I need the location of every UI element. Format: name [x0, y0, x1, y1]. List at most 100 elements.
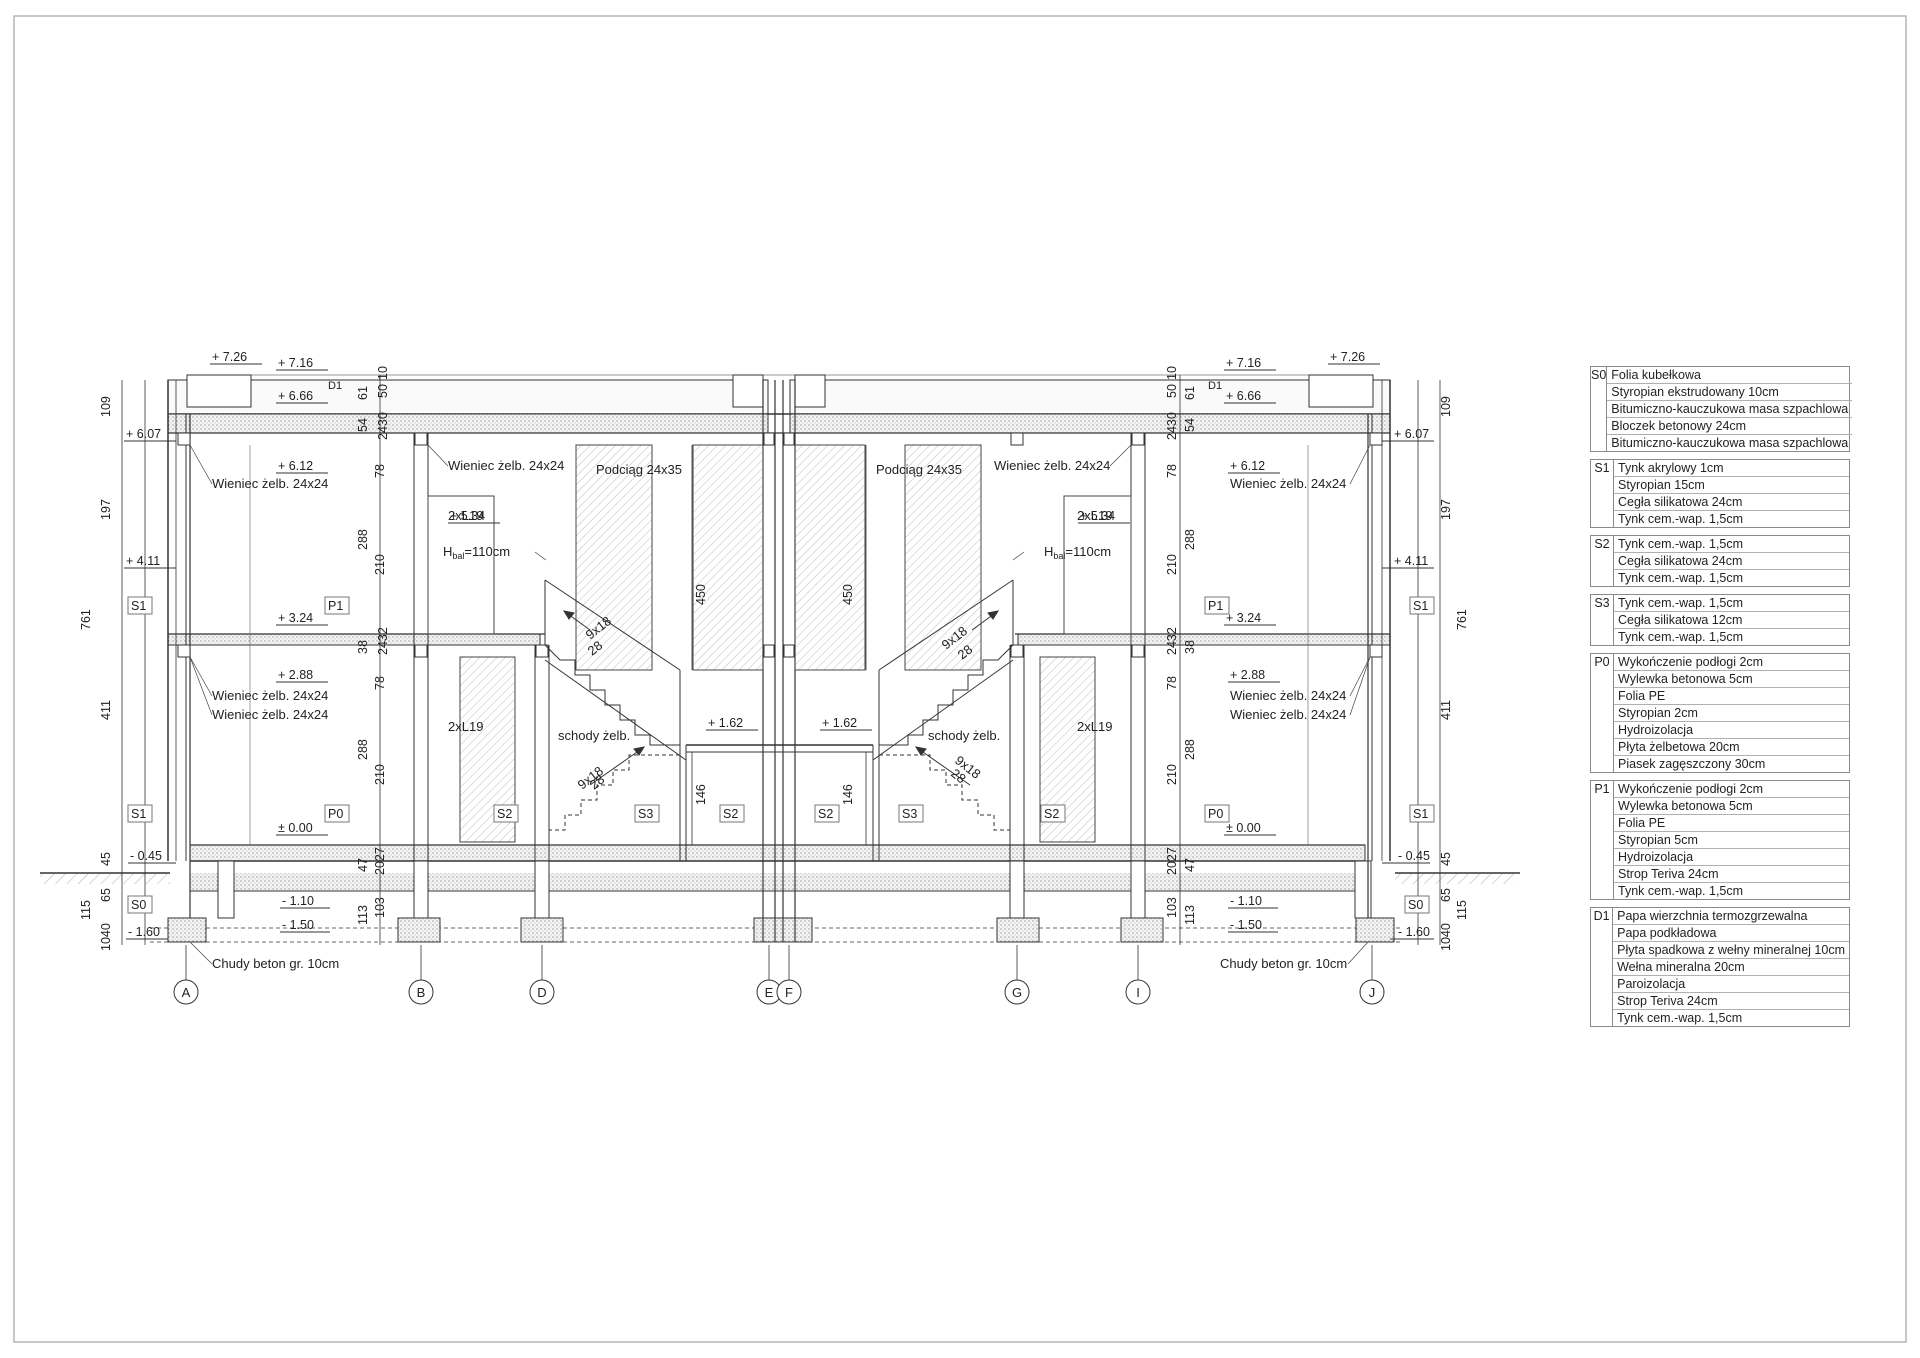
- elev-000-right: ± 0.00: [1226, 821, 1261, 835]
- leader-lines: [189, 444, 1371, 965]
- legend-item: Tynk akrylowy 1cm: [1614, 460, 1849, 477]
- dim-210-upper-left: 210: [373, 554, 387, 575]
- dim-47-left: 47: [356, 858, 370, 872]
- roof-tag-left: D1: [328, 380, 342, 392]
- elev-607-left: + 6.07: [126, 427, 161, 441]
- tag-s1-d: S1: [1413, 807, 1428, 821]
- openings: [427, 444, 1132, 843]
- dim-2027-left: 2027: [373, 847, 387, 875]
- elev-150-left: - 1.50: [282, 918, 314, 932]
- elev-716-left: + 7.16: [278, 356, 313, 370]
- dim-65-left: 65: [99, 888, 113, 902]
- dim-450-right: 450: [841, 584, 855, 605]
- dim-2432-left: 2432: [376, 627, 390, 655]
- dim-109-left: 109: [99, 396, 113, 417]
- stairs: [544, 579, 1014, 845]
- lintel-label-2: 2xL19: [448, 719, 483, 734]
- axis-d: D: [537, 985, 546, 1000]
- dim-210-lower-left: 210: [373, 764, 387, 785]
- ring-beam-label-6: Wieniec żelb. 24x24: [1230, 476, 1346, 491]
- dim-113-left: 113: [356, 905, 370, 925]
- lean-concrete-right: Chudy beton gr. 10cm: [1220, 956, 1347, 971]
- balustrade-height-left: Hbal=110cm: [443, 544, 510, 561]
- legend-item: Wylewka betonowa 5cm: [1614, 671, 1849, 688]
- dim-113-right: 113: [1183, 905, 1197, 925]
- dim-45-left: 45: [99, 852, 113, 866]
- lintel-label-1: 2xL19: [448, 508, 483, 523]
- dim-78-lower-right: 78: [1165, 676, 1179, 690]
- dim-103-right: 103: [1165, 897, 1179, 918]
- elev-110-left: - 1.10: [282, 894, 314, 908]
- dim-78-upper-left: 78: [373, 464, 387, 478]
- dim-146-right: 146: [841, 784, 855, 805]
- dim-210-lower-right: 210: [1165, 764, 1179, 785]
- dim-78-lower-left: 78: [373, 676, 387, 690]
- legend-item: Piasek zagęszczony 30cm: [1618, 757, 1766, 771]
- legend-item: Styropian 15cm: [1614, 477, 1849, 494]
- ground: [40, 872, 1520, 884]
- elev-607-right: + 6.07: [1394, 427, 1429, 441]
- dim-10-top-left: 10: [376, 366, 390, 380]
- ring-beam-label-4: Wieniec żelb. 24x24: [212, 707, 328, 722]
- dim-210-upper-right: 210: [1165, 554, 1179, 575]
- elev-288-left: + 2.88: [278, 668, 313, 682]
- legend-code: S0: [1591, 367, 1608, 451]
- legend-item: Styropian 2cm: [1614, 705, 1849, 722]
- elev-716-right: + 7.16: [1226, 356, 1261, 370]
- elev-726-left: + 7.26: [212, 350, 247, 364]
- dim-288-upper-right: 288: [1183, 529, 1197, 550]
- dim-54-right: 54: [1183, 418, 1197, 432]
- legend-code: S1: [1591, 460, 1614, 527]
- dim-288-lower-right: 288: [1183, 739, 1197, 760]
- dim-2430-left: 2430: [376, 412, 390, 440]
- dim-54-left: 54: [356, 418, 370, 432]
- elev-110-right: - 1.10: [1230, 894, 1262, 908]
- stairs-label-left: schody żelb.: [558, 728, 630, 743]
- tag-s3-left: S3: [638, 807, 653, 821]
- legend-item: Tynk cem.-wap. 1,5cm: [1618, 884, 1744, 898]
- annotations: Wieniec żelb. 24x24 Wieniec żelb. 24x24 …: [212, 380, 1347, 971]
- legend-item: Płyta spadkowa z wełny mineralnej 10cm: [1613, 942, 1849, 959]
- elev-045-right: - 0.45: [1398, 849, 1430, 863]
- ring-beam-label-5: Wieniec żelb. 24x24: [994, 458, 1110, 473]
- footings: [167, 860, 1395, 943]
- legend-item: Strop Teriva 24cm: [1613, 993, 1849, 1010]
- ring-beam-label-2: Wieniec żelb. 24x24: [448, 458, 564, 473]
- tag-p1-left: P1: [328, 599, 343, 613]
- dim-10-top-right: 10: [1165, 366, 1179, 380]
- ring-beam-label-8: Wieniec żelb. 24x24: [1230, 707, 1346, 722]
- legend-item: Folia kubełkowa: [1607, 367, 1853, 384]
- elev-000-left: ± 0.00: [278, 821, 313, 835]
- legend-item: Wykończenie podłogi 2cm: [1614, 654, 1849, 671]
- ring-beam-label-3: Wieniec żelb. 24x24: [212, 688, 328, 703]
- tag-s2-1: S2: [497, 807, 512, 821]
- legend-item: Tynk cem.-wap. 1,5cm: [1614, 536, 1849, 553]
- dim-103-left: 103: [373, 897, 387, 918]
- legend-item: Bitumiczno-kauczukowa masa szpachlowa: [1611, 436, 1849, 450]
- dim-78-upper-right: 78: [1165, 464, 1179, 478]
- axis-f: F: [785, 985, 793, 1000]
- tag-s2-4: S2: [1044, 807, 1059, 821]
- dim-38-right: 38: [1183, 640, 1197, 654]
- dim-1040-left: 1040: [99, 923, 113, 951]
- grid-axes: A B D E F G I J: [173, 945, 1385, 1005]
- legend-item: Styropian ekstrudowany 10cm: [1607, 384, 1853, 401]
- legend-item: Paroizolacja: [1613, 976, 1849, 993]
- elev-288-right: + 2.88: [1230, 668, 1265, 682]
- legend-item: Bloczek betonowy 24cm: [1607, 418, 1853, 435]
- legend-code: D1: [1591, 908, 1614, 1026]
- legend-item: Hydroizolacja: [1614, 849, 1849, 866]
- axis-i: I: [1136, 985, 1140, 1000]
- axis-b: B: [417, 985, 426, 1000]
- ring-beam-label-7: Wieniec żelb. 24x24: [1230, 688, 1346, 703]
- roof-structure: [167, 374, 1391, 434]
- tag-s0-left: S0: [131, 898, 146, 912]
- layer-tags: S1 S1 S0 P1 P0 S2 S3 S2 S2 S3 S2 P1 P0 S…: [127, 596, 1435, 914]
- legend-code: P0: [1591, 654, 1614, 772]
- legend-item: Folia PE: [1614, 815, 1849, 832]
- legend-item: Bitumiczno-kauczukowa masa szpachlowa: [1607, 401, 1853, 418]
